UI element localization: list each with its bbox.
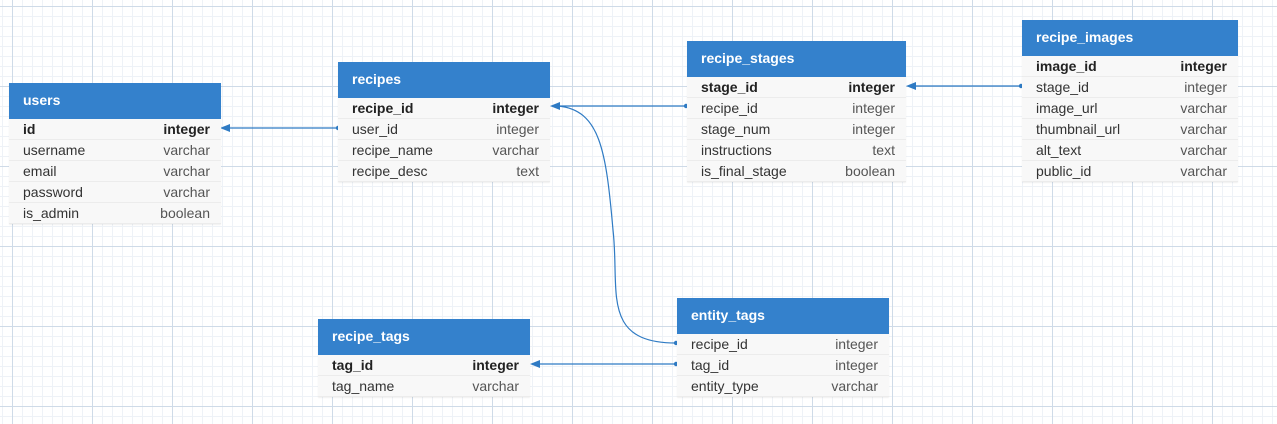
column-name: stage_num — [701, 121, 771, 137]
column-row[interactable]: tag_id integer — [318, 355, 530, 376]
column-type: varchar — [472, 378, 519, 394]
column-row[interactable]: public_id varchar — [1022, 161, 1238, 182]
column-name: thumbnail_url — [1036, 121, 1121, 137]
column-name: password — [23, 184, 83, 200]
column-name: recipe_id — [352, 100, 414, 116]
table-title[interactable]: entity_tags — [677, 298, 889, 334]
column-row[interactable]: is_admin boolean — [9, 203, 221, 224]
column-type: integer — [852, 121, 895, 137]
column-row[interactable]: thumbnail_url varchar — [1022, 119, 1238, 140]
column-type: varchar — [163, 163, 210, 179]
column-name: username — [23, 142, 86, 158]
column-row[interactable]: alt_text varchar — [1022, 140, 1238, 161]
column-name: id — [23, 121, 36, 137]
table-users[interactable]: users id integer username varchar email varcha… — [9, 83, 221, 224]
column-type: integer — [472, 357, 519, 373]
column-name: is_final_stage — [701, 163, 787, 179]
arrowhead-recipes-recipe-id — [550, 102, 560, 110]
column-name: email — [23, 163, 57, 179]
table-title[interactable]: users — [9, 83, 221, 119]
column-row[interactable]: recipe_name varchar — [338, 140, 550, 161]
column-type: boolean — [845, 163, 895, 179]
column-row[interactable]: stage_num integer — [687, 119, 906, 140]
column-type: text — [516, 163, 539, 179]
column-type: integer — [163, 121, 210, 137]
column-row[interactable]: image_url varchar — [1022, 98, 1238, 119]
column-type: varchar — [1180, 142, 1227, 158]
column-name: instructions — [701, 142, 772, 158]
column-row[interactable]: entity_type varchar — [677, 376, 889, 397]
column-row[interactable]: user_id integer — [338, 119, 550, 140]
column-type: varchar — [163, 142, 210, 158]
arrowhead-stages-stage-id — [906, 82, 916, 90]
column-name: entity_type — [691, 378, 759, 394]
column-row[interactable]: password varchar — [9, 182, 221, 203]
column-type: integer — [852, 100, 895, 116]
column-type: varchar — [831, 378, 878, 394]
column-name: tag_id — [691, 357, 730, 373]
column-type: varchar — [1180, 100, 1227, 116]
column-row[interactable]: id integer — [9, 119, 221, 140]
column-type: integer — [492, 100, 539, 116]
column-type: boolean — [160, 205, 210, 221]
column-name: recipe_name — [352, 142, 433, 158]
table-title[interactable]: recipe_stages — [687, 41, 906, 77]
column-name: public_id — [1036, 163, 1092, 179]
column-row[interactable]: stage_id integer — [687, 77, 906, 98]
column-row[interactable]: is_final_stage boolean — [687, 161, 906, 182]
column-type: integer — [835, 357, 878, 373]
column-name: tag_name — [332, 378, 395, 394]
column-name: user_id — [352, 121, 398, 137]
table-recipe-tags[interactable]: recipe_tags tag_id integer tag_name varchar — [318, 319, 530, 397]
column-row[interactable]: tag_id integer — [677, 355, 889, 376]
column-row[interactable]: instructions text — [687, 140, 906, 161]
column-type: integer — [1184, 79, 1227, 95]
column-name: image_url — [1036, 100, 1098, 116]
column-name: is_admin — [23, 205, 80, 221]
column-row[interactable]: tag_name varchar — [318, 376, 530, 397]
table-title[interactable]: recipe_images — [1022, 20, 1238, 56]
column-type: integer — [848, 79, 895, 95]
column-type: varchar — [163, 184, 210, 200]
column-row[interactable]: image_id integer — [1022, 56, 1238, 77]
link-entitytags-recipes[interactable] — [557, 105, 677, 344]
column-type: text — [872, 142, 895, 158]
column-type: varchar — [492, 142, 539, 158]
arrowhead-tags-tag-id — [530, 360, 540, 368]
column-name: stage_id — [701, 79, 758, 95]
column-name: alt_text — [1036, 142, 1082, 158]
column-name: tag_id — [332, 357, 374, 373]
column-row[interactable]: stage_id integer — [1022, 77, 1238, 98]
column-type: integer — [835, 336, 878, 352]
column-row[interactable]: recipe_desc text — [338, 161, 550, 182]
column-type: varchar — [1180, 163, 1227, 179]
column-name: recipe_desc — [352, 163, 428, 179]
column-type: integer — [496, 121, 539, 137]
column-row[interactable]: username varchar — [9, 140, 221, 161]
column-name: recipe_id — [691, 336, 748, 352]
table-title[interactable]: recipes — [338, 62, 550, 98]
column-type: varchar — [1180, 121, 1227, 137]
table-title[interactable]: recipe_tags — [318, 319, 530, 355]
column-name: stage_id — [1036, 79, 1089, 95]
column-row[interactable]: recipe_id integer — [687, 98, 906, 119]
arrowhead-users-id — [220, 124, 230, 132]
column-row[interactable]: email varchar — [9, 161, 221, 182]
column-row[interactable]: recipe_id integer — [677, 334, 889, 355]
column-name: recipe_id — [701, 100, 758, 116]
column-name: image_id — [1036, 58, 1097, 74]
column-row[interactable]: recipe_id integer — [338, 98, 550, 119]
column-type: integer — [1180, 58, 1227, 74]
